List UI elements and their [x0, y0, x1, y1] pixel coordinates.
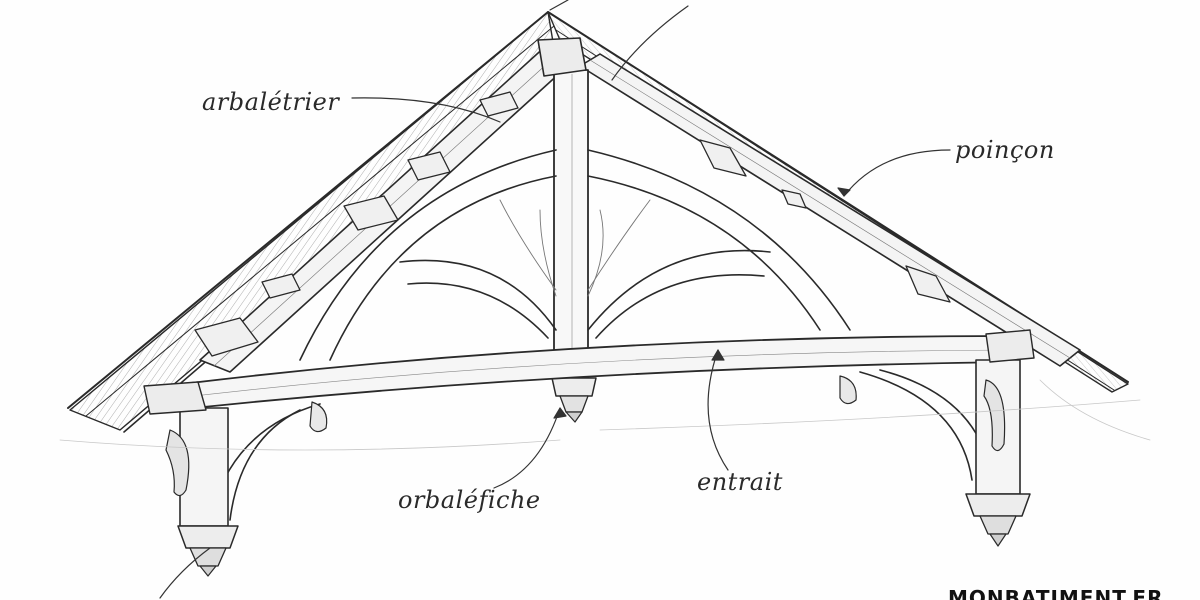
leader-top-2	[611, 5, 689, 81]
site-watermark: MONBATIMENT.FR	[948, 586, 1164, 600]
leader-orbalefiche	[493, 407, 561, 489]
label-arbaletrier: arbalétrier	[202, 88, 340, 116]
leader-bottom	[159, 547, 211, 599]
purlin-blocks-left	[194, 91, 519, 357]
wall-shading	[59, 379, 1151, 451]
leader-top-1	[549, 0, 569, 11]
leader-arbaletrier	[351, 97, 501, 123]
label-entrait: entrait	[697, 468, 783, 496]
label-poincon: poinçon	[955, 136, 1055, 164]
leader-lines	[159, 0, 951, 599]
leader-poincon	[843, 149, 951, 197]
king-post	[537, 37, 597, 423]
arch-braces	[299, 149, 851, 361]
purlin-blocks-right	[699, 139, 951, 303]
rafter-right	[579, 53, 1081, 367]
post-right	[839, 329, 1035, 547]
leader-entrait	[707, 349, 729, 471]
label-orbalefiche: orbaléfiche	[398, 486, 541, 514]
post-left	[143, 381, 328, 577]
